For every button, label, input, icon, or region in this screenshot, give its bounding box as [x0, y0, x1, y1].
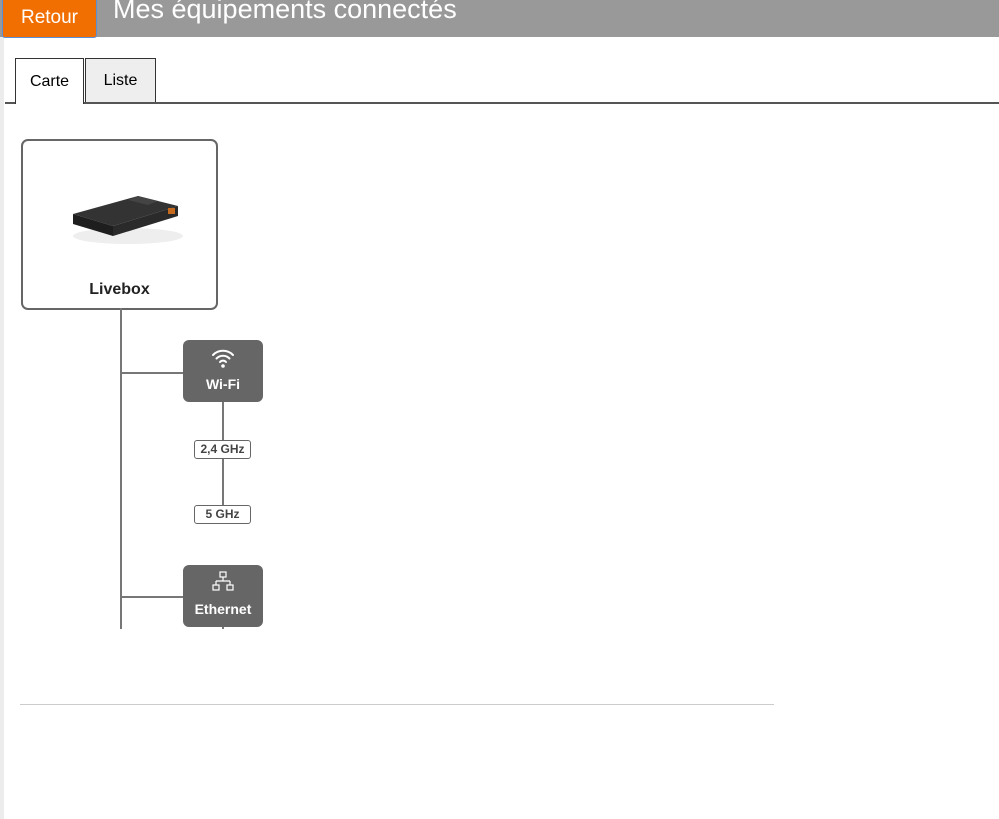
connector-wifi-bands: [222, 402, 224, 522]
tab-divider: [5, 102, 999, 104]
back-button[interactable]: Retour: [2, 0, 97, 38]
livebox-label: Livebox: [89, 281, 150, 298]
wifi-node[interactable]: Wi-Fi: [183, 340, 263, 402]
ethernet-label: Ethernet: [194, 601, 252, 617]
left-strip: [0, 37, 4, 819]
tab-liste[interactable]: Liste: [85, 58, 156, 103]
livebox-device-image: [73, 196, 183, 244]
wifi-icon: [212, 349, 234, 368]
band-badge-2-4ghz[interactable]: 2,4 GHz: [194, 440, 251, 459]
page-title: Mes équipements connectés: [113, 0, 457, 24]
section-divider: [20, 704, 774, 705]
livebox-node[interactable]: Livebox: [21, 139, 218, 310]
connector-wifi: [121, 372, 183, 374]
network-icon: [212, 571, 234, 591]
connector-ethernet: [121, 596, 183, 598]
connector-trunk: [120, 308, 122, 629]
wifi-label: Wi-Fi: [205, 376, 241, 392]
ethernet-node[interactable]: Ethernet: [183, 565, 263, 627]
connector-ethernet-down: [222, 626, 224, 629]
tab-carte[interactable]: Carte: [15, 58, 84, 104]
header-bar: [0, 0, 999, 37]
band-badge-5ghz[interactable]: 5 GHz: [194, 505, 251, 524]
